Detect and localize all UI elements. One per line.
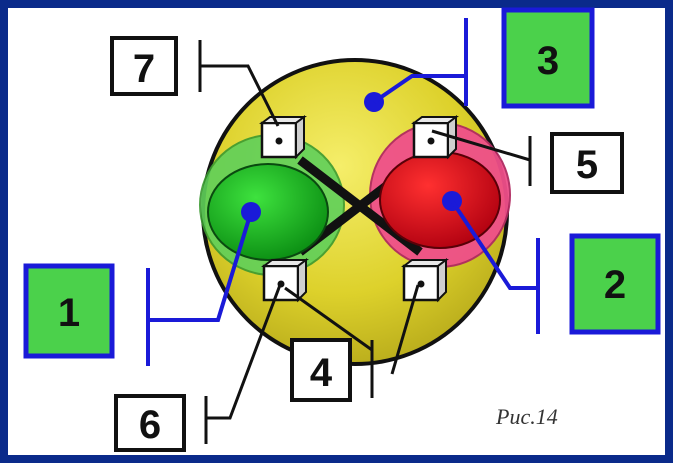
label-5: 5 bbox=[552, 134, 622, 192]
svg-text:5: 5 bbox=[576, 143, 598, 187]
svg-text:7: 7 bbox=[133, 47, 155, 91]
label-2: 2 bbox=[572, 236, 658, 332]
label-3: 3 bbox=[504, 10, 592, 106]
label-1: 1 bbox=[26, 266, 112, 356]
svg-text:1: 1 bbox=[58, 291, 80, 335]
label-4: 4 bbox=[292, 340, 350, 400]
svg-text:2: 2 bbox=[604, 263, 626, 307]
red-orbital bbox=[380, 152, 500, 248]
cube-4 bbox=[404, 260, 446, 300]
cube-6 bbox=[264, 260, 306, 300]
label-7: 7 bbox=[112, 38, 176, 94]
figure-caption: Рис.14 bbox=[495, 404, 558, 429]
green-orbital bbox=[208, 164, 328, 260]
label-6: 6 bbox=[116, 396, 184, 450]
svg-text:3: 3 bbox=[537, 39, 559, 83]
svg-text:4: 4 bbox=[310, 351, 333, 395]
cube-7 bbox=[262, 117, 304, 157]
svg-text:6: 6 bbox=[139, 403, 161, 447]
